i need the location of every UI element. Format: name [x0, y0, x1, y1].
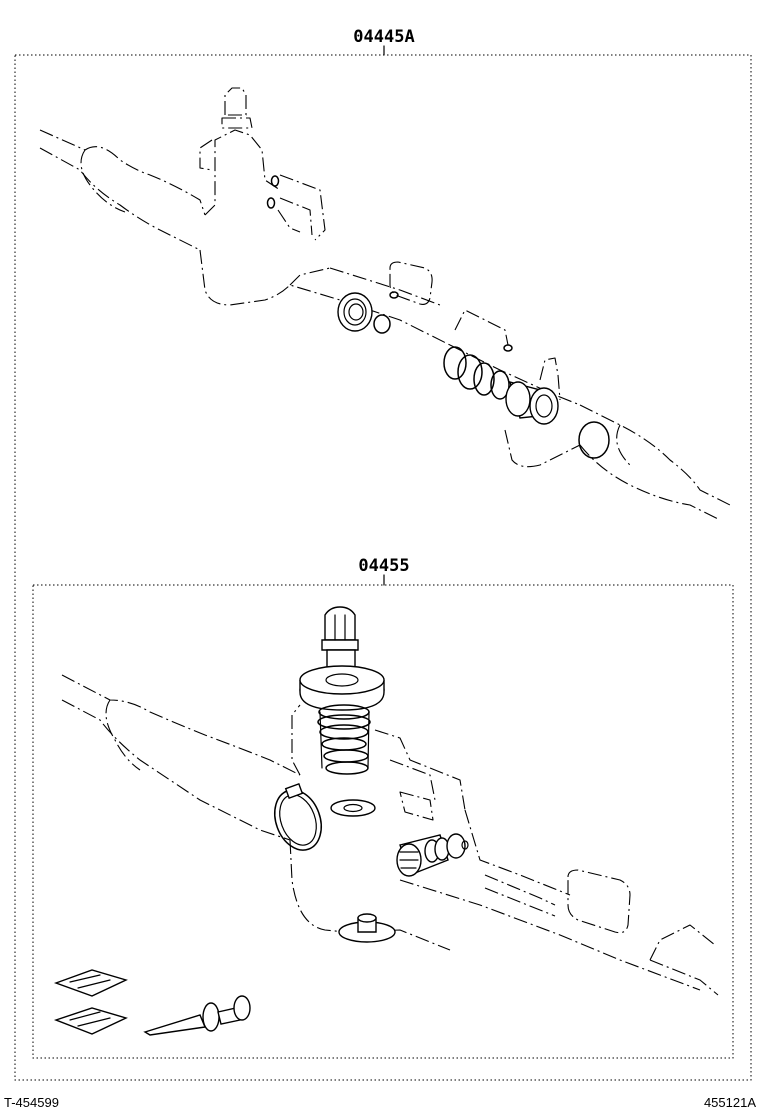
upper-steering-rack-phantom: [39, 87, 731, 521]
footer-left-code: T-454599: [4, 1095, 59, 1110]
clamp-ring: [274, 783, 322, 851]
kit-a-callout: 04445A: [353, 27, 414, 47]
o-ring-medium: [373, 314, 391, 334]
oil-seal: [337, 292, 373, 332]
thrust-washer: [330, 799, 376, 817]
lower-steering-rack-phantom: [61, 674, 719, 996]
kit-b-frame: [32, 584, 734, 1059]
valve-spool: [396, 833, 469, 877]
o-ring-small-4: [503, 344, 513, 352]
lower-kit-parts: [53, 606, 469, 1036]
o-ring-small-3: [389, 291, 399, 299]
kit-a-frame: [14, 54, 752, 1081]
grease-packet-2: [53, 1007, 128, 1035]
footer-right-code: 455121A: [704, 1095, 756, 1110]
pinion-seal-stack: [317, 704, 371, 775]
kit-b-callout: 04455: [358, 556, 409, 576]
rack-bushing: [505, 381, 559, 425]
o-ring-small-2: [266, 197, 276, 209]
o-ring-small-1: [270, 175, 280, 187]
upper-kit-parts: [266, 175, 610, 459]
pinion-shaft: [321, 606, 359, 669]
o-ring-large: [578, 421, 610, 459]
rack-guide: [338, 913, 396, 943]
grease-packet-1: [53, 969, 128, 997]
rack-seal-rings: [443, 346, 510, 400]
cotter-pin: [143, 995, 251, 1036]
bearing-cap: [299, 665, 385, 711]
